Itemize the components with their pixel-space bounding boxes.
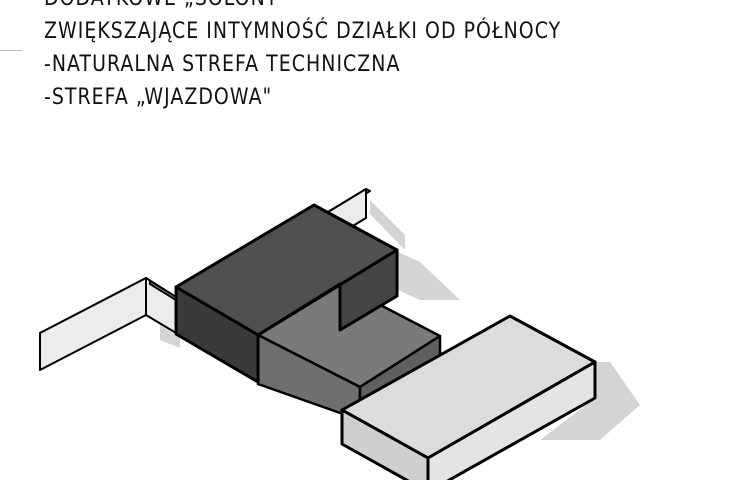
dark-block-front	[174, 285, 260, 384]
note-line-3: -NATURALNA STREFA TECHNICZNA	[44, 52, 401, 77]
left-wall-front	[39, 277, 147, 371]
light-block-side	[426, 360, 597, 480]
note-line-2: ZWIĘKSZAJĄCE INTYMNOŚĆ DZIAŁKI OD PÓŁNOC…	[44, 19, 562, 44]
shadow-light-block	[540, 362, 640, 440]
light-block-front	[340, 408, 430, 480]
note-line-1: DODATKOWE „SOLONY"	[44, 0, 561, 15]
note-line-4: -STREFA „WJAZDOWA"	[44, 85, 273, 110]
left-wall-side	[145, 277, 177, 334]
shadow-dark-block	[398, 252, 460, 300]
shadow-group	[160, 200, 640, 440]
annotation-text: DODATKOWE „SOLONY" ZWIĘKSZAJĄCE INTYMNOŚ…	[44, 0, 561, 114]
divider-line	[0, 50, 22, 51]
left-wall	[39, 277, 177, 371]
shadow-front-wall	[160, 325, 180, 348]
shadow-back-wall	[370, 200, 405, 250]
dark-block	[174, 203, 399, 384]
light-block	[340, 314, 597, 480]
dark-block-side	[256, 248, 399, 337]
